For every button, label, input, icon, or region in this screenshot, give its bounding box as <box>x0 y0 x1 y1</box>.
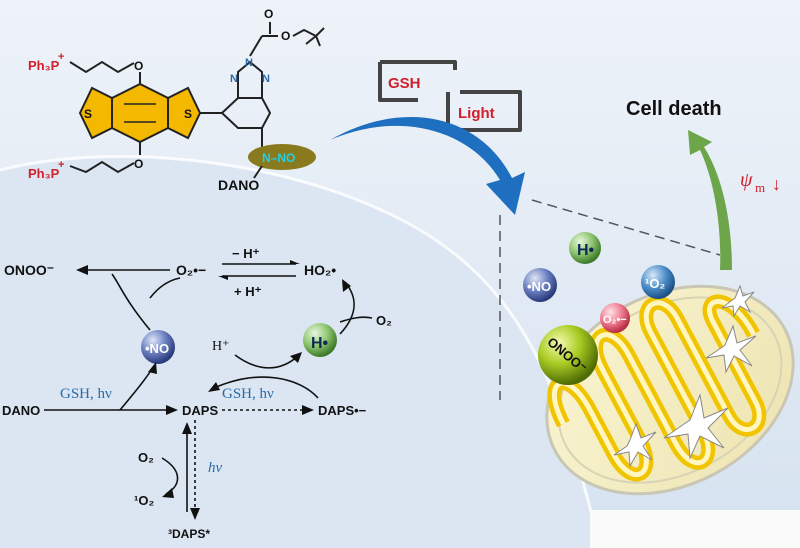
onoo-label: ONOO⁻ <box>4 262 54 278</box>
bubble-peroxynitrite: ONOO⁻ <box>538 325 598 385</box>
triazole-ring <box>237 60 263 99</box>
death-arrow <box>688 130 732 270</box>
h-plus-label: H⁺ <box>212 339 230 354</box>
benzene-core <box>111 82 169 144</box>
damage-star <box>705 324 757 374</box>
ester-o: O <box>281 29 290 43</box>
ester-carbonyl-o: O <box>264 7 273 21</box>
damage-marks <box>613 284 757 468</box>
bubble-no-radical: •NO <box>523 268 557 302</box>
lower-region <box>0 156 600 548</box>
oxygen-bottom: O <box>134 157 143 171</box>
delivery-arrow <box>330 117 525 215</box>
gsh-hv-right: GSH, hν <box>222 386 274 402</box>
damage-star <box>721 284 755 318</box>
svg-text:H•: H• <box>311 335 329 352</box>
bubble-h-radical: H• <box>569 232 601 264</box>
psi-symbol: ψ <box>740 169 753 191</box>
svg-text:¹O₂: ¹O₂ <box>645 276 665 291</box>
dano-structure: S S O O Ph₃P + Ph₃P + N N N O O N–NO <box>28 7 325 193</box>
zoom-line-top <box>531 199 721 256</box>
gsh-hv-left: GSH, hν <box>60 386 112 402</box>
dano-name: DANO <box>218 177 259 193</box>
triazole-n1: N <box>230 73 238 85</box>
thiophene-right <box>167 86 202 140</box>
plus-bottom: + <box>58 159 64 171</box>
psi-subscript: m <box>755 180 765 195</box>
sulfur-left: S <box>84 107 92 121</box>
cell-death-label: Cell death <box>626 98 722 120</box>
nitroso-label: N–NO <box>262 151 295 165</box>
bottom-corner-patch <box>590 510 800 548</box>
thiophene-left <box>78 86 113 140</box>
ph3p-top: Ph₃P <box>28 58 60 73</box>
h-bubble <box>303 323 337 357</box>
dano-label: DANO <box>2 403 40 418</box>
bubble-superoxide: O₂•− <box>600 303 630 333</box>
no-bubble <box>141 330 175 364</box>
svg-text:•NO: •NO <box>527 279 551 294</box>
o2-top-label: O₂ <box>376 313 392 328</box>
svg-text:•NO: •NO <box>145 341 169 356</box>
nitroso-highlight <box>248 144 316 170</box>
hv-label: hν <box>208 460 223 476</box>
bubble-singlet-o2: ¹O₂ <box>641 265 675 299</box>
singlet-o2-label: ¹O₂ <box>134 493 154 508</box>
ph3p-bottom: Ph₃P <box>28 166 60 181</box>
superoxide-label: O₂•− <box>176 262 206 278</box>
triazole-n2: N <box>245 57 253 69</box>
minus-h-label: − H⁺ <box>232 246 260 261</box>
gsh-label: GSH <box>388 75 421 92</box>
light-label: Light <box>458 105 495 122</box>
oxygen-top: O <box>134 59 143 73</box>
damage-star <box>663 393 729 460</box>
svg-text:O₂•−: O₂•− <box>603 314 627 326</box>
psi-down-arrow: ↓ <box>772 174 781 194</box>
daps-label: DAPS <box>182 403 218 418</box>
triplet-daps-label: ³DAPS* <box>168 527 210 541</box>
damage-star <box>613 422 657 468</box>
trigger-gsh: GSH <box>378 60 457 102</box>
sulfur-right: S <box>184 107 192 121</box>
svg-text:H•: H• <box>577 242 595 259</box>
mechanism-scheme: ONOO⁻ O₂•− − H⁺ + H⁺ HO₂• •NO H• O₂ H⁺ D… <box>2 246 392 541</box>
plus-top: + <box>58 51 64 63</box>
ho2-label: HO₂• <box>304 262 336 278</box>
o2-bottom-label: O₂ <box>138 450 154 465</box>
trigger-light: Light <box>446 90 522 132</box>
plus-h-label: + H⁺ <box>234 284 262 299</box>
triazole-n3: N <box>262 73 270 85</box>
daps-anion-label: DAPS•− <box>318 403 367 418</box>
